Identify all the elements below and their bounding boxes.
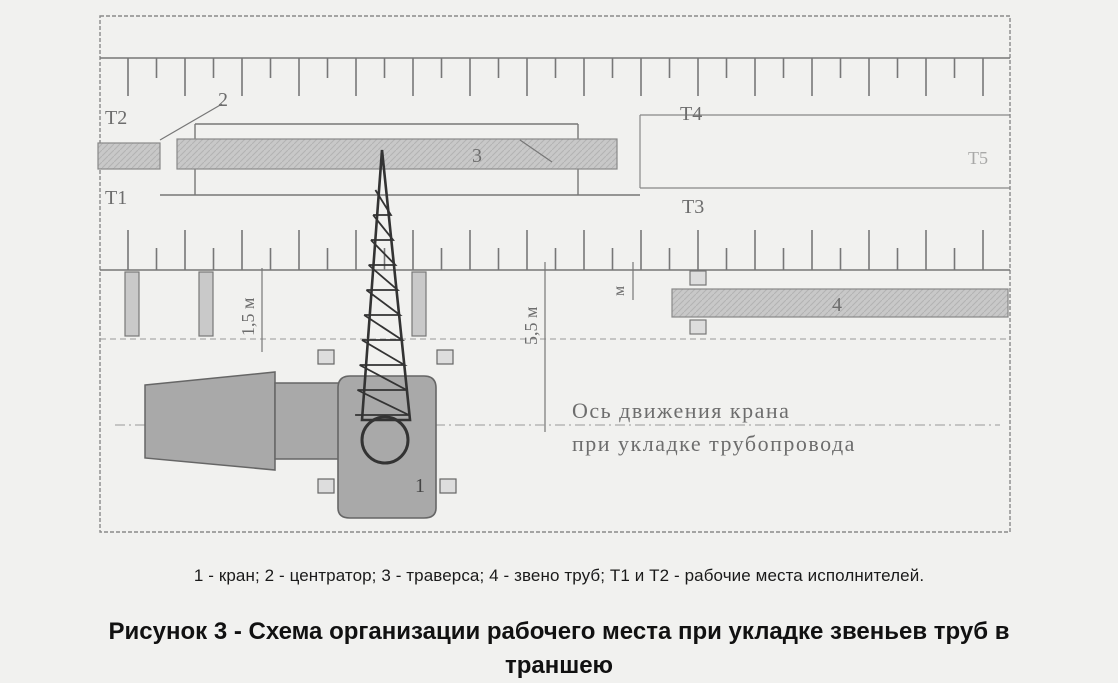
outrigger-pad-4 <box>439 478 457 494</box>
label-item-3: 3 <box>472 145 482 167</box>
post-3 <box>411 271 427 337</box>
dimension-1-5: 1,5 м <box>238 298 258 336</box>
label-t2: T2 <box>105 107 127 129</box>
outrigger-pad-1 <box>317 349 335 365</box>
crane-engine <box>144 371 276 471</box>
work-zone-t3-t4-boundary <box>639 114 1010 189</box>
crane-cab <box>274 382 344 460</box>
label-t5: T5 <box>968 148 988 168</box>
diagram-legend: 1 - кран; 2 - центратор; 3 - траверса; 4… <box>193 566 925 585</box>
diagram-frame <box>99 15 1011 533</box>
centrator-leader-line <box>159 103 223 141</box>
top-tick-marks <box>127 58 984 96</box>
crane-boom <box>360 149 412 422</box>
post-1 <box>124 271 140 337</box>
label-item-2: 2 <box>218 89 228 111</box>
pipe-segment-left <box>97 142 161 170</box>
outrigger-pad-2 <box>436 349 454 365</box>
traverse-leader-line <box>519 139 553 163</box>
label-item-1: 1 <box>415 475 425 497</box>
pipe-laying-diagram: T2 T1 T4 T3 T5 2 3 4 1 1,5 м 5,5 м м Ось… <box>97 15 1011 533</box>
dimension-5-5: 5,5 м <box>521 307 541 345</box>
crane-slewing-ring <box>360 415 410 465</box>
crane-axis-label-line1: Ось движения крана <box>572 398 790 423</box>
crane-boom-lattice <box>355 189 410 416</box>
crane <box>144 149 457 519</box>
label-item-4: 4 <box>832 294 842 316</box>
post-2 <box>198 271 214 337</box>
pipe-on-traverse <box>176 138 618 170</box>
outrigger-pad-3 <box>317 478 335 494</box>
figure-caption: Рисунок 3 - Схема организации рабочего м… <box>108 618 1010 679</box>
pipe-link <box>671 288 1009 318</box>
label-t3: T3 <box>682 196 704 218</box>
dimension-small: м <box>611 286 628 296</box>
bottom-tick-marks <box>127 230 984 270</box>
crane-axis-label-line2: при укладке трубопровода <box>572 431 856 456</box>
pipe-link-support-bottom <box>689 319 707 335</box>
pipe-link-supports <box>689 270 707 286</box>
label-t1: T1 <box>105 187 127 209</box>
label-t4: T4 <box>680 103 702 125</box>
